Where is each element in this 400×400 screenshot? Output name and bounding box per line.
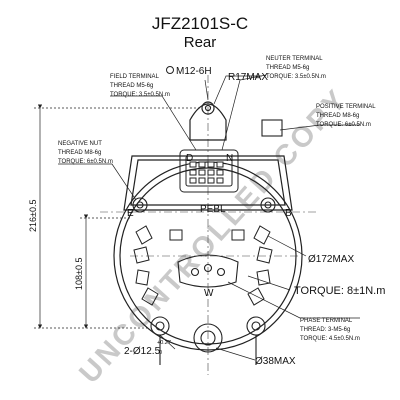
negative-terminal (132, 197, 148, 213)
housing-outline (113, 155, 303, 351)
label-phase-terminal-3: TORQUE: 4.5±0.5N.m (300, 336, 360, 342)
label-phase-terminal-1: PHASE TERMINAL (300, 318, 353, 324)
label-positive-terminal-3: TORQUE: 6±0.5N.m (316, 122, 371, 128)
label-d: D (186, 153, 193, 164)
label-diameter-172: Ø172MAX (308, 254, 354, 265)
label-negative-nut-3: TORQUE: 6±0.5N.m (58, 159, 113, 165)
label-w: W (204, 288, 214, 299)
label-negative-nut-2: THREAD M8-6g (58, 150, 101, 156)
connector-block (179, 149, 239, 193)
label-tolerance-upper: +0.27 (157, 340, 171, 346)
label-n: N (226, 153, 233, 164)
leader-lines (58, 74, 360, 361)
label-positive-terminal-1: POSITIVE TERMINAL (316, 104, 376, 110)
callouts: M12-6H R17MAX FIELD TERMINAL THREAD M5-6… (28, 56, 385, 367)
label-tolerance-lower: 0 (159, 350, 162, 356)
label-field-terminal-3: TORQUE: 3.5±0.5N.m (110, 92, 170, 98)
label-phase-terminal-2: THREAD: 3-M5-6g (300, 327, 350, 333)
label-m12: M12-6H (176, 66, 212, 77)
label-torque: TORQUE: 8±1N.m (294, 285, 385, 297)
label-holes: 2-Ø12.5 (124, 346, 161, 357)
shaft-hub (193, 323, 223, 353)
center-lines (100, 75, 318, 375)
label-neuter-terminal-1: NEUTER TERMINAL (266, 56, 323, 62)
label-r17: R17MAX (228, 72, 268, 83)
label-negative-nut-1: NEGATIVE NUT (58, 141, 102, 147)
label-field-terminal-2: THREAD M5-6g (110, 83, 153, 89)
vent-slots (133, 225, 273, 306)
label-b: B (285, 208, 292, 219)
page-title: JFZ2101S-C (151, 14, 249, 33)
page-subtitle: Rear (183, 34, 217, 51)
phase-terminal-plate (177, 254, 239, 288)
label-pebl: PEBL (200, 204, 226, 215)
positive-terminal (260, 119, 283, 213)
thread-symbol-icon (166, 66, 174, 74)
label-dim-216: 216±0.5 (28, 200, 38, 232)
label-field-terminal-1: FIELD TERMINAL (110, 74, 160, 80)
dimension-lines (34, 104, 200, 329)
top-mounting-ear (189, 101, 227, 141)
label-e: E (127, 208, 134, 219)
label-positive-terminal-2: THREAD M8-6g (316, 113, 359, 119)
label-diameter-38: Ø38MAX (255, 356, 296, 367)
label-neuter-terminal-2: THREAD M5-6g (266, 65, 309, 71)
label-neuter-terminal-3: TORQUE: 3.5±0.5N.m (266, 74, 326, 80)
label-dim-108: 108±0.5 (74, 258, 84, 290)
